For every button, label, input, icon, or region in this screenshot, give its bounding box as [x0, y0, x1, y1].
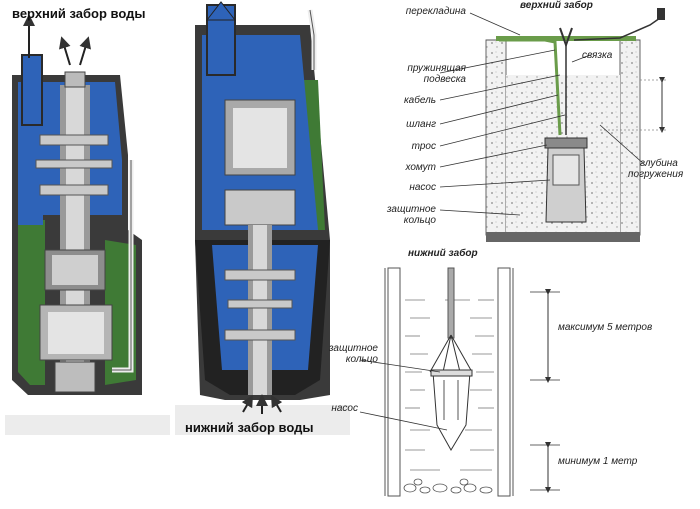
max-depth-label: максимум 5 метров [558, 322, 653, 333]
depth-label-1: глубина [640, 158, 678, 169]
min-depth-label: минимум 1 метр [558, 456, 638, 467]
upper-intake-well-diagram [439, 8, 668, 242]
upper-intake-label: верхний забор воды [12, 6, 146, 21]
lower-intake-well-diagram [359, 267, 560, 497]
bottom-ring-label-2: кольцо [345, 354, 378, 365]
tie-label: связка [582, 50, 613, 61]
bottom-ring-label-1: защитное [328, 343, 378, 354]
crossbar-label: перекладина [405, 6, 466, 17]
lower-intake-title: нижний забор [408, 248, 478, 259]
upper-intake-pump-section [5, 14, 170, 435]
pump-label: насос [409, 182, 436, 193]
ring-label-2: кольцо [403, 215, 436, 226]
upper-intake-title: верхний забор [520, 0, 593, 11]
hose-label: шланг [406, 119, 436, 130]
clamp-label: хомут [405, 162, 436, 173]
rope-label: трос [411, 141, 436, 152]
cable-label: кабель [403, 95, 436, 106]
spring-hanger-label-2: подвеска [423, 74, 466, 85]
lower-intake-pump-section [175, 1, 350, 435]
lower-intake-label: нижний забор воды [185, 420, 314, 435]
spring-hanger-label-1: пружинящая [407, 63, 466, 74]
bottom-pump-label: насос [331, 403, 358, 414]
depth-label-2: погружения [628, 169, 684, 180]
ring-label-1: защитное [386, 204, 436, 215]
